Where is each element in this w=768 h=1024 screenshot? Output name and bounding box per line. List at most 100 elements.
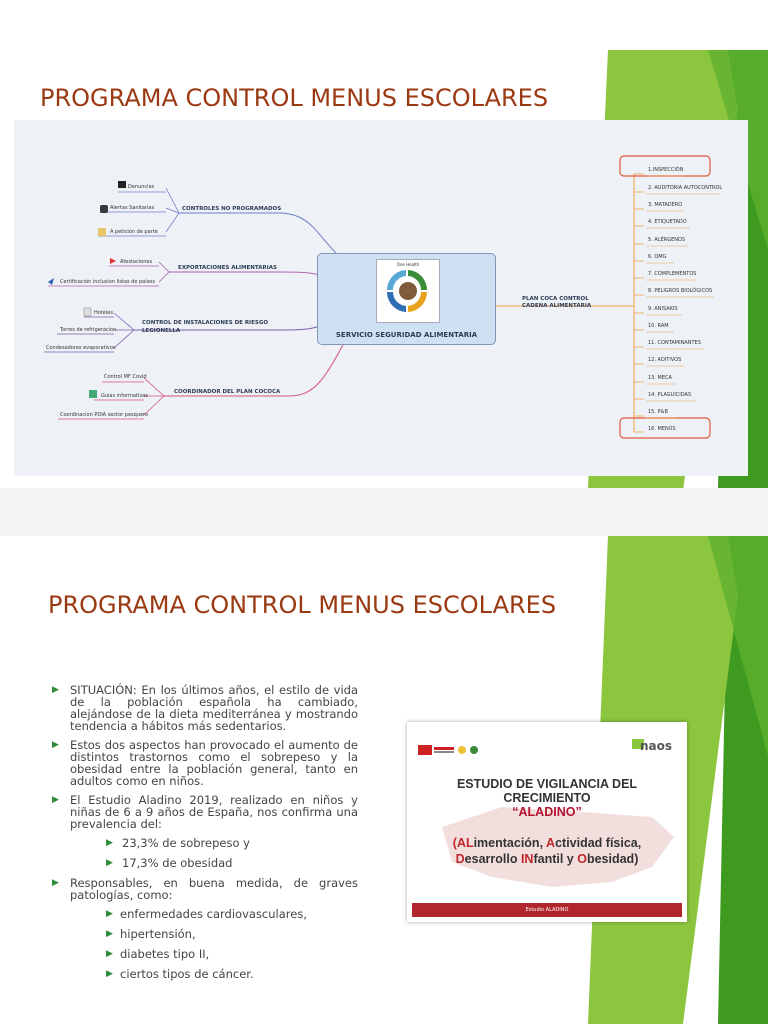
checkered-flag-icon: [118, 181, 126, 188]
branch-item: Control MF Covid: [104, 374, 147, 380]
slide-1: PROGRAMA CONTROL MENUS ESCOLARES: [0, 50, 768, 538]
slide-title: PROGRAMA CONTROL MENUS ESCOLARES: [48, 591, 557, 619]
pin-icon: [48, 278, 54, 285]
right-item: 11. CONTAMINANTES: [648, 340, 701, 346]
right-item: 12. ADITIVOS: [648, 357, 681, 363]
right-branch-ticks: [634, 173, 644, 433]
mind-map-labels: CONTROLES NO PROGRAMADOS Denuncias Alert…: [46, 166, 722, 432]
bullet-text: Responsables, en buena medida, de graves…: [70, 876, 358, 902]
aladino-name: “ALADINO”: [512, 805, 582, 819]
sub-bullet-item: ▶ ciertos tipos de cáncer.: [52, 968, 358, 980]
naos-label: naos: [639, 739, 672, 753]
branch-item: Condesadores evaporativos: [46, 345, 116, 351]
right-item: 2. AUDITORIA AUTOCONTROL: [648, 185, 722, 191]
right-item: 3. MATADERO: [648, 202, 682, 208]
aladino-title-line: ESTUDIO DE VIGILANCIA DEL: [456, 777, 638, 791]
sub-bullet-item: ▶ enfermedades cardiovasculares,: [52, 908, 358, 920]
page-gap: [0, 488, 768, 536]
recycle-arrows-icon: [386, 270, 427, 312]
branch-item: Denuncias: [128, 184, 155, 190]
right-item: 13. MECA: [648, 375, 673, 381]
bullet-text: SITUACIÓN: En los últimos años, el estil…: [70, 683, 358, 733]
branch-item: Certificación inclusion listas de países: [60, 278, 155, 285]
right-branch-label-2: CADENA ALIMENTARIA: [522, 303, 592, 309]
sub-bullet-item: ▶ 17,3% de obesidad: [52, 857, 358, 869]
branch-item: A petición de parte: [110, 228, 158, 235]
bullet-text: El Estudio Aladino 2019, realizado en ni…: [70, 793, 358, 831]
pathology-text: ciertos tipos de cáncer.: [120, 967, 254, 981]
aladino-study-image: naos ESTUDIO DE VIGILANCIA DEL CRECIMIEN…: [407, 722, 687, 922]
sub-bullet-item: ▶23,3% de sobrepeso y: [52, 837, 358, 849]
bullet-arrow-icon: ▶: [106, 858, 113, 868]
right-item: 15. P&B: [648, 409, 668, 415]
acronym-part: (AL: [452, 836, 474, 850]
right-item: 6. OMG: [648, 254, 667, 260]
branch-item: Coordinacion PDIA sector pesquero: [60, 412, 148, 418]
branch-label-legionella: CONTROL DE INSTALACIONES DE RIESGO: [142, 320, 268, 326]
branch-item: Guias informativas: [101, 393, 148, 399]
note-icon: [98, 228, 106, 236]
aladino-title-line: CRECIMIENTO: [503, 791, 591, 805]
branch-label-legionella-2: LEGIONELLA: [142, 328, 181, 334]
bullet-arrow-icon: ▶: [106, 929, 113, 939]
branch-label-coordinador: COORDINADOR DEL PLAN COCOCA: [174, 389, 281, 395]
aladino-footer: Estudio ALADINO: [412, 903, 682, 917]
center-title: SERVICIO SEGURIDAD ALIMENTARIA: [335, 331, 478, 339]
bullet-list: ▶ SITUACIÓN: En los últimos años, el esti…: [52, 684, 358, 988]
acronym-part: esarrollo: [464, 852, 521, 866]
right-item: 1.INSPECCIÓN: [648, 166, 684, 173]
ministry-logo: [418, 745, 478, 755]
check-icon: [100, 205, 108, 213]
aladino-acronym: (ALimentación, Actividad física, Desarro…: [412, 835, 682, 867]
right-item: 14. PLAGUICIDAS: [648, 392, 691, 398]
bullet-item: ▶ SITUACIÓN: En los últimos años, el esti…: [52, 684, 358, 732]
center-node: One Health SERVICIO SEGURIDAD ALIMENTARI…: [317, 253, 496, 345]
sub-bullet-item: ▶ hipertensión,: [52, 928, 358, 940]
bullet-arrow-icon: ▶: [106, 969, 113, 979]
acronym-part: O: [577, 852, 587, 866]
acronym-part: ctividad física,: [555, 836, 642, 850]
bullet-text: Estos dos aspectos han provocado el aume…: [70, 738, 358, 788]
bullet-arrow-icon: ▶: [52, 740, 59, 750]
acronym-part: imentación,: [473, 836, 547, 850]
bullet-arrow-icon: ▶: [52, 685, 59, 695]
right-item: 16. MENÚS: [648, 425, 676, 432]
prevalence-text: 17,3% de obesidad: [122, 856, 233, 870]
right-item: 5. ALÉRGENOS: [648, 235, 685, 243]
bullet-arrow-icon: ▶: [52, 878, 59, 888]
bullet-arrow-icon: ▶: [106, 909, 113, 919]
right-item: 8. PELIGROS BIOLÓGICOS: [648, 287, 712, 294]
sub-bullet-item: ▶ diabetes tipo II,: [52, 948, 358, 960]
prevalence-text: 23,3% de sobrepeso y: [122, 836, 250, 850]
acronym-part: A: [546, 836, 556, 850]
branch-label-controles: CONTROLES NO PROGRAMADOS: [182, 206, 281, 212]
branch-label-exportaciones: EXPORTACIONES ALIMENTARIAS: [178, 265, 277, 271]
pathology-text: diabetes tipo II,: [120, 947, 210, 961]
acronym-part: D: [455, 852, 465, 866]
right-item: 10. RAM: [648, 323, 669, 329]
bullet-arrow-icon: ▶: [106, 949, 113, 959]
acronym-part: fantil y: [533, 852, 578, 866]
mind-map: CONTROLES NO PROGRAMADOS Denuncias Alert…: [14, 120, 748, 476]
document-icon: [83, 307, 92, 317]
logo-caption: One Health: [396, 262, 420, 267]
branch-item: Atestaciones: [120, 259, 152, 265]
book-icon: [89, 390, 97, 398]
branch-item: Torres de refrigeracion: [59, 327, 116, 333]
pathology-text: enfermedades cardiovasculares,: [120, 907, 307, 921]
slide-2: PROGRAMA CONTROL MENUS ESCOLARES ▶ SITUAC…: [0, 536, 768, 1024]
right-branch-label: PLAN COCA CONTROL: [522, 296, 589, 302]
naos-logo-icon: [632, 739, 644, 749]
pathology-text: hipertensión,: [120, 927, 196, 941]
spain-map-background: [442, 807, 674, 887]
slide-title: PROGRAMA CONTROL MENUS ESCOLARES: [40, 84, 549, 112]
bullet-item: ▶ Responsables, en buena medida, de grave…: [52, 877, 358, 901]
bullet-arrow-icon: ▶: [52, 795, 59, 805]
branch-item: Alertas Sanitarias: [110, 205, 154, 211]
right-item: 7. COMPLEMENTOS: [648, 271, 696, 277]
branch-item: Hoteles: [94, 310, 113, 316]
acronym-part: besidad): [586, 852, 639, 866]
aladino-title: ESTUDIO DE VIGILANCIA DEL CRECIMIENTO “A…: [412, 777, 682, 819]
acronym-part: IN: [520, 852, 534, 866]
flag-icon: [110, 258, 116, 264]
